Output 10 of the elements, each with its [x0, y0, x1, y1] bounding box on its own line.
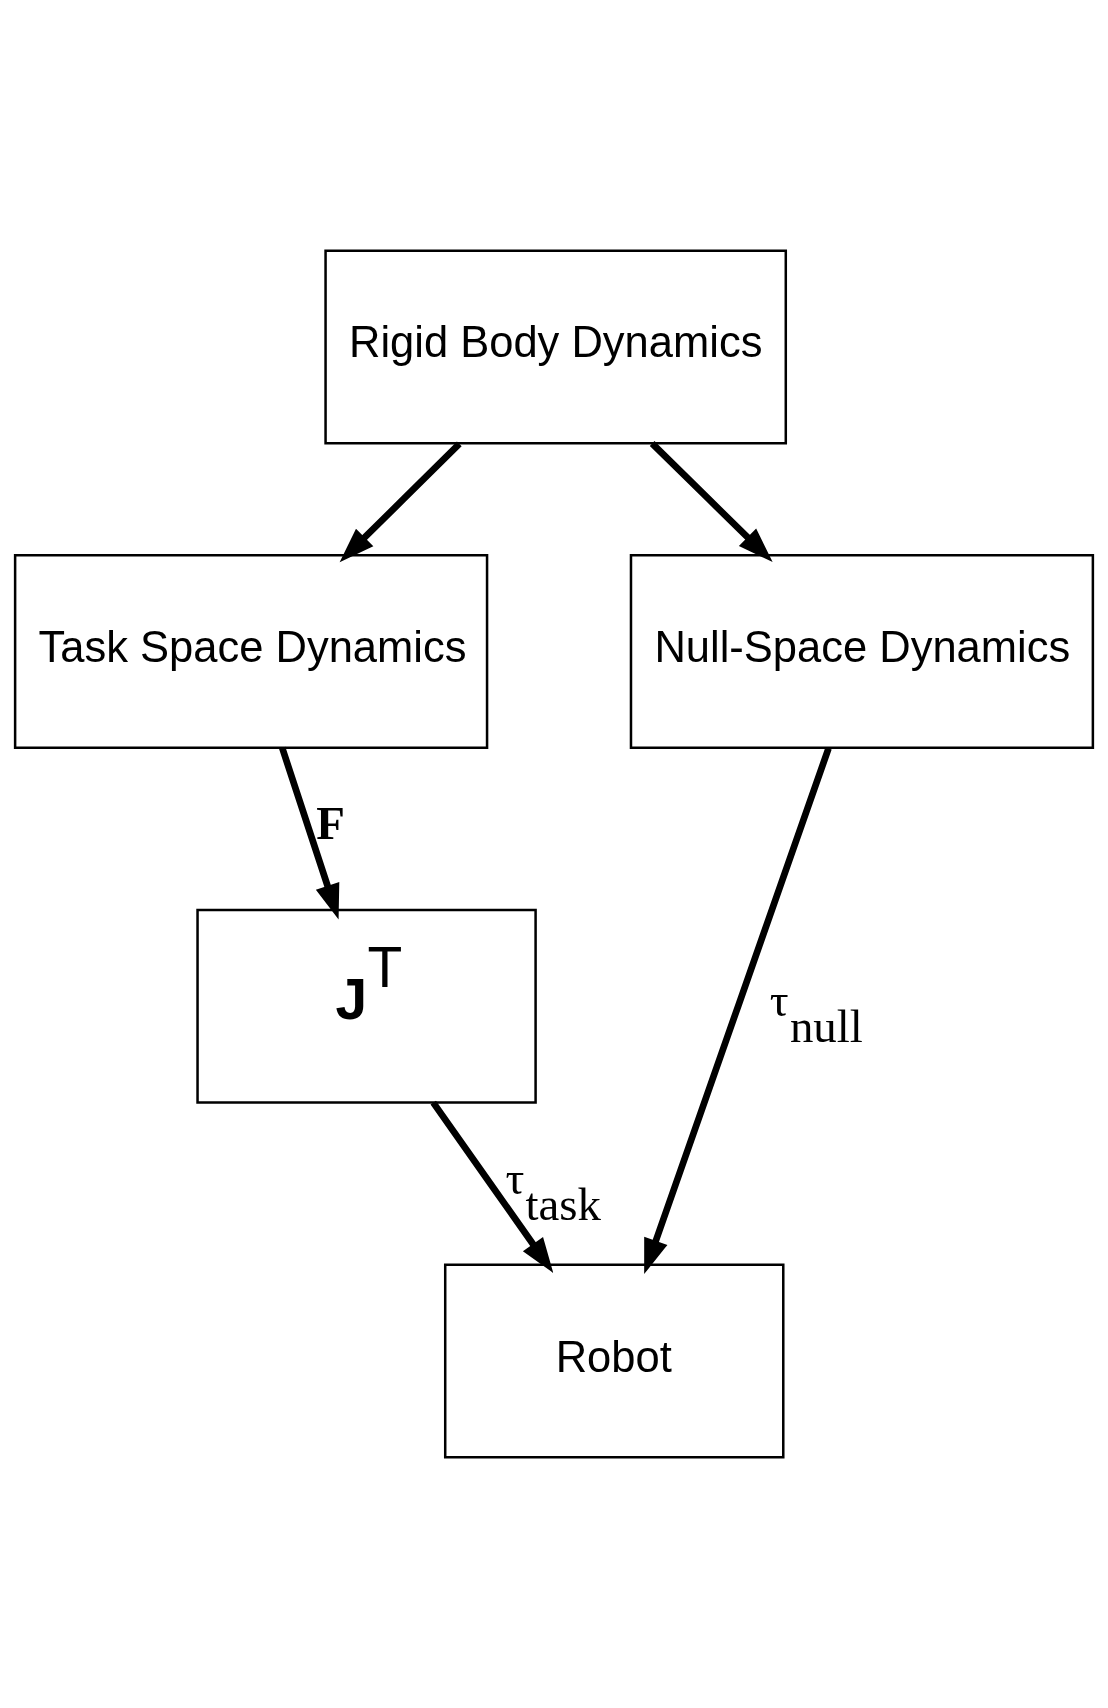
node-box: Task Space Dynamics [13, 554, 489, 749]
node-box: Null-Space Dynamics [629, 554, 1095, 749]
node-box: Rigid Body Dynamics [324, 249, 788, 445]
arrow [339, 441, 462, 563]
arrow [649, 441, 773, 562]
edge-label: F [316, 796, 345, 849]
arrow [430, 1100, 554, 1273]
arrow [279, 746, 340, 920]
node-box: Robot [443, 1263, 785, 1459]
arrow [644, 747, 832, 1275]
